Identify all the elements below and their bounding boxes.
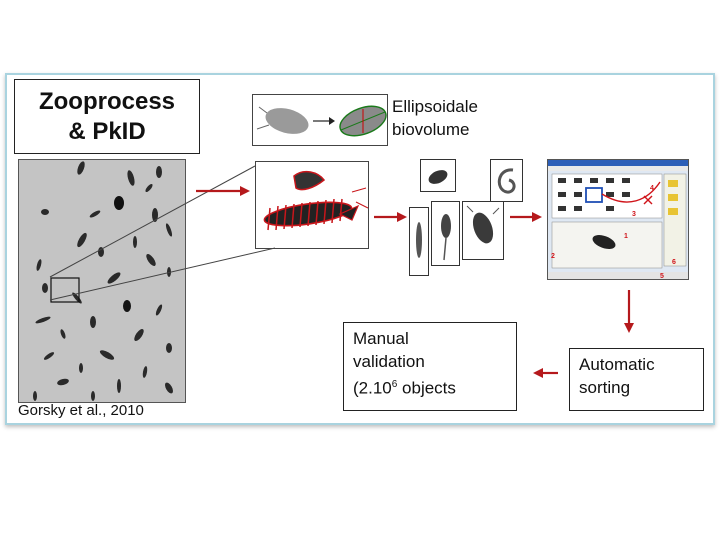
ellipsoid-label: Ellipsoidale biovolume	[392, 95, 478, 141]
vignette-1	[420, 159, 456, 192]
ellipsoid-panel	[252, 94, 388, 146]
software-screenshot: 1 2 3 4 5 6	[547, 159, 689, 280]
vignette-2	[490, 159, 523, 202]
manual-validation-line-2: validation	[353, 352, 425, 371]
screen-annotation-4: 4	[650, 185, 654, 192]
automatic-sorting-box: Automatic sorting	[569, 348, 704, 411]
screen-annotation-2: 2	[551, 253, 555, 260]
vignette-3	[409, 207, 429, 276]
vignette-5	[462, 201, 504, 260]
title-box: Zooprocess & PkID	[14, 79, 200, 154]
ellipsoid-label-line-1: Ellipsoidale	[392, 97, 478, 116]
vignette-4	[431, 201, 460, 266]
citation: Gorsky et al., 2010	[18, 402, 144, 419]
manual-validation-count: (2.10	[353, 378, 392, 398]
manual-validation-box: Manual validation (2.106 objects	[343, 322, 517, 411]
manual-validation-exponent: 6	[391, 379, 398, 390]
scan-image	[18, 159, 186, 403]
manual-validation-line-3: (2.106 objects	[353, 373, 507, 400]
contour-panel	[255, 161, 369, 249]
automatic-sorting-line-2: sorting	[579, 378, 631, 397]
ellipsoid-label-line-2: biovolume	[392, 120, 470, 139]
screen-annotation-3: 3	[632, 211, 636, 218]
manual-validation-line-1: Manual	[353, 329, 409, 348]
screen-annotation-5: 5	[660, 273, 664, 280]
automatic-sorting-line-1: Automatic	[579, 355, 655, 374]
screen-annotation-6: 6	[672, 259, 676, 266]
title-line-1: Zooprocess	[38, 87, 176, 115]
manual-validation-unit: objects	[397, 378, 456, 398]
screen-annotation-1: 1	[624, 233, 628, 240]
scan-specimens	[19, 160, 185, 402]
title-line-2: & PkID	[68, 117, 146, 145]
